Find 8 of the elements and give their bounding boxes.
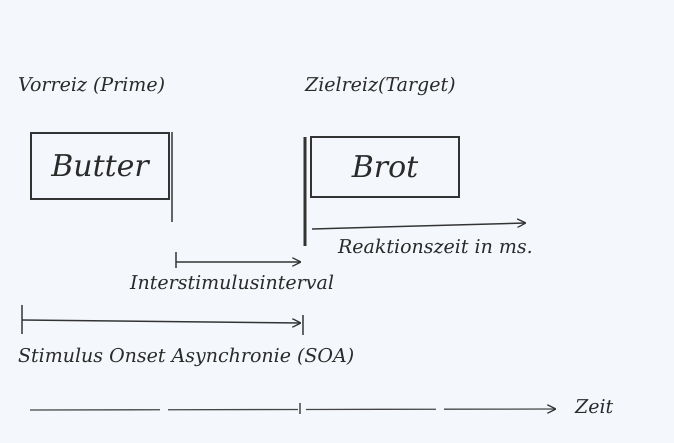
stimulus-heading: Zielreiz(Target): [305, 74, 456, 96]
dimension-label: Interstimulusinterval: [130, 272, 334, 294]
word-box: Brot: [310, 136, 460, 198]
word-box: Butter: [30, 132, 170, 200]
stimulus-heading: Vorreiz (Prime): [18, 74, 165, 96]
dimension-label: Stimulus Onset Asynchronie (SOA): [18, 345, 354, 367]
dimension-label: Reaktionszeit in ms.: [338, 236, 533, 258]
axis-label: Zeit: [575, 396, 614, 418]
